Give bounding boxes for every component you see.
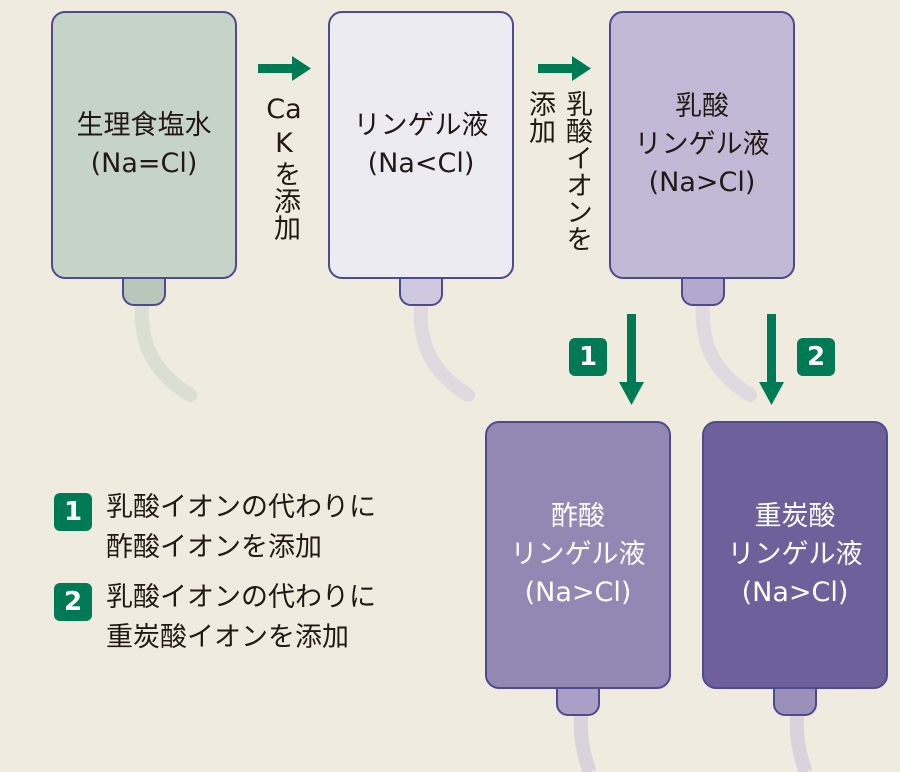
bag-port-lactated-ringer [681, 276, 725, 306]
bag-lactated-ringer-ratio: (Na>Cl) [648, 167, 756, 198]
arrow-right-1 [258, 56, 311, 81]
bag-port-ringer [399, 276, 443, 306]
bag-ringer-ratio: (Na<Cl) [367, 148, 475, 179]
bag-acetated-ringer: 酢酸 リンゲル液 (Na>Cl) [485, 421, 671, 689]
legend-item-1-line2: 酢酸イオンを添加 [106, 532, 322, 563]
tube-saline [134, 298, 197, 402]
step-badge-1: 1 [569, 338, 607, 376]
bag-ringer: リンゲル液 (Na<Cl) [328, 11, 514, 279]
step-add-ca-k: Ca K を添加 [256, 94, 312, 241]
tube-ringer [413, 298, 475, 402]
bag-lactated-ringer: 乳酸 リンゲル液 (Na>Cl) [609, 11, 795, 279]
arrow-down-1 [619, 314, 644, 405]
tube-bicarbonate-ringer [789, 715, 813, 772]
tube-lactated-ringer [695, 298, 757, 402]
bag-lactated-ringer-prefix: 乳酸 [675, 91, 729, 122]
arrow-down-2 [759, 314, 784, 405]
bag-bicarbonate-ringer-prefix: 重炭酸 [754, 501, 836, 532]
legend-item-1-line1: 乳酸イオンの代わりに [106, 492, 376, 523]
legend-badge-2: 2 [54, 583, 92, 621]
bag-port-saline [122, 276, 166, 306]
tube-acetated-ringer [573, 715, 597, 772]
bag-saline-ratio: (Na=Cl) [90, 148, 198, 179]
bag-saline: 生理食塩水 (Na=Cl) [51, 11, 237, 279]
bag-saline-name: 生理食塩水 [76, 110, 212, 141]
legend-badge-1: 1 [54, 493, 92, 531]
legend-item-2-line1: 乳酸イオンの代わりに [106, 582, 376, 613]
bag-bicarbonate-ringer-name: リンゲル液 [727, 539, 863, 570]
bag-ringer-name: リンゲル液 [353, 110, 489, 141]
step-badge-2: 2 [797, 338, 835, 376]
step-add-ca-k-ca: Ca [266, 94, 302, 125]
step-add-ca-k-k: K [275, 128, 293, 159]
step-add-lactate-col1: 乳酸イオンを [561, 90, 592, 252]
bag-lactated-ringer-name: リンゲル液 [634, 129, 770, 160]
bag-bicarbonate-ringer-ratio: (Na>Cl) [741, 577, 849, 608]
step-add-lactate-col2: 添加 [524, 90, 555, 144]
arrow-right-2 [538, 56, 591, 81]
bag-acetated-ringer-prefix: 酢酸 [551, 501, 605, 532]
bag-port-bicarbonate-ringer [773, 686, 817, 716]
bag-bicarbonate-ringer: 重炭酸 リンゲル液 (Na>Cl) [702, 421, 888, 689]
legend-item-2-line2: 重炭酸イオンを添加 [106, 622, 349, 653]
bag-port-acetated-ringer [556, 686, 600, 716]
bag-acetated-ringer-ratio: (Na>Cl) [524, 577, 632, 608]
step-add-ca-k-text: を添加 [269, 160, 300, 241]
bag-acetated-ringer-name: リンゲル液 [510, 539, 646, 570]
